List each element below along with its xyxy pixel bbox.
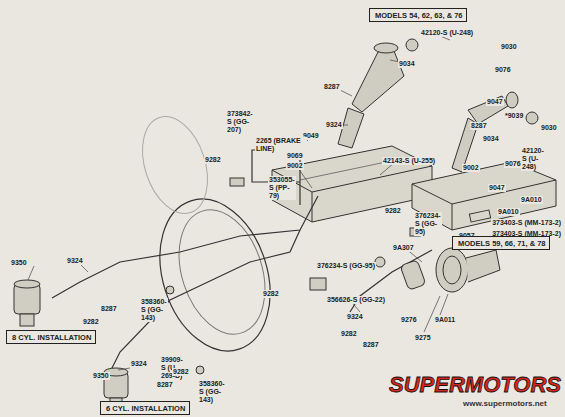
- tire-stroke: [131, 108, 219, 222]
- label-box: MODELS 59, 66, 71, & 78: [452, 236, 550, 250]
- leader-line-stroke: [80, 264, 88, 272]
- box-title: MODELS 54, 62, 63, & 76: [375, 11, 461, 21]
- filler-neck-stroke: [468, 96, 508, 124]
- callout-number: 9275: [414, 334, 432, 342]
- callout-number: 9276: [400, 316, 418, 324]
- callout-number: 376234-S (GG-95): [316, 262, 376, 270]
- sender-assembly-stroke: [443, 256, 461, 284]
- box-title: 6 CYL. INSTALLATION: [106, 404, 184, 414]
- callout-number: 8287: [100, 305, 118, 313]
- clip-stroke: [230, 178, 244, 186]
- sender-assembly: [375, 248, 500, 292]
- callout-number: 376234-S (GG-95): [414, 212, 442, 236]
- label-box: 6 CYL. INSTALLATION: [100, 401, 190, 415]
- leader-line-stroke: [28, 266, 34, 280]
- callout-number: 9282: [384, 207, 402, 215]
- fuel-pump-stroke: [14, 280, 40, 288]
- callout-number: *9039: [504, 112, 524, 120]
- callout-number: 9076: [504, 160, 522, 168]
- fuel-line-stroke: [52, 196, 318, 298]
- callout-number: 9034: [482, 135, 500, 143]
- callout-number: 9324: [325, 121, 343, 129]
- fuel-pump-stroke: [20, 314, 34, 326]
- callout-number: 373403-S (MM-173-2): [491, 219, 562, 227]
- callout-number: 9034: [398, 60, 416, 68]
- callout-number: 9002: [286, 162, 304, 170]
- filler-neck: [338, 39, 538, 172]
- filler-neck-stroke: [506, 92, 518, 108]
- callout-number: 358360-S (GG-143): [198, 380, 226, 404]
- watermark: SUPERMOTORS: [388, 373, 562, 397]
- callout-number: 42120-S (U-248): [420, 29, 474, 37]
- callout-number: 42120-S (U-248): [521, 147, 545, 171]
- callout-number: 9A010: [520, 196, 543, 204]
- callout-number: 9047: [486, 98, 504, 106]
- callout-number: 42143-S (U-255): [382, 157, 436, 165]
- sender-assembly-stroke: [400, 260, 426, 291]
- callout-number: 8287: [362, 341, 380, 349]
- leader-line-stroke: [298, 168, 312, 188]
- callout-number: 8287: [156, 381, 174, 389]
- clip-stroke: [310, 278, 326, 290]
- callout-number: 9A010: [497, 208, 520, 216]
- callout-number: 356626-S (GG-22): [326, 296, 386, 304]
- leader-line: [28, 36, 480, 370]
- filler-neck-stroke: [406, 39, 418, 51]
- callout-number: 8287: [323, 83, 341, 91]
- callout-number: 9069: [286, 152, 304, 160]
- callout-number: 9282: [204, 156, 222, 164]
- callout-number: 9282: [262, 290, 280, 298]
- callout-number: 9076: [494, 66, 512, 74]
- filler-neck-stroke: [352, 46, 404, 112]
- fuel-line: [52, 150, 432, 372]
- box-title: MODELS 59, 66, 71, & 78: [458, 239, 544, 249]
- callout-number: 353055-S (PP-79): [268, 176, 296, 200]
- callout-number: 9324: [346, 313, 364, 321]
- callout-number: 9282: [82, 318, 100, 326]
- tire-stroke: [141, 185, 288, 366]
- watermark: www.supermotors.net: [462, 399, 548, 409]
- callout-number: 8287: [470, 122, 488, 130]
- callout-number: 9030: [540, 124, 558, 132]
- callout-number: 358360-S (GG-143): [140, 298, 168, 322]
- callout-number: 9A011: [434, 316, 456, 324]
- fuel-line-stroke: [110, 230, 300, 372]
- callout-number: 9030: [500, 43, 518, 51]
- fuel-tank-alt-stroke: [412, 180, 556, 204]
- leader-line-stroke: [118, 368, 130, 370]
- tire-stroke: [164, 199, 280, 345]
- clip-stroke: [166, 286, 174, 294]
- leader-line-stroke: [424, 296, 440, 332]
- callout-number: 9350: [10, 259, 28, 267]
- label-box: 8 CYL. INSTALLATION: [6, 330, 96, 344]
- sender-assembly-stroke: [466, 250, 500, 282]
- callout-number: 9A307: [392, 244, 415, 252]
- filler-neck-stroke: [374, 43, 398, 53]
- box-title: 8 CYL. INSTALLATION: [12, 333, 90, 343]
- callout-number: 9324: [130, 360, 148, 368]
- sender-assembly-stroke: [436, 248, 468, 292]
- callout-number: 9324: [66, 257, 84, 265]
- clip: [166, 178, 420, 374]
- callout-number: 373842-S (GG-207): [226, 110, 254, 134]
- clip-stroke: [196, 366, 204, 374]
- callout-number: 2265 (BRAKE LINE): [255, 137, 307, 153]
- label-box: MODELS 54, 62, 63, & 76: [369, 8, 467, 22]
- callout-number: 9047: [488, 184, 506, 192]
- sender-assembly-stroke: [375, 257, 385, 267]
- fuel-tank-alt-stroke: [469, 210, 490, 222]
- fuel-tank-alt-stroke: [452, 204, 453, 230]
- leader-line-stroke: [440, 294, 448, 315]
- callout-number: 9002: [462, 164, 480, 172]
- callout-number: 9282: [172, 368, 190, 376]
- callout-number: 9350: [92, 372, 110, 380]
- callout-number: 9282: [340, 330, 358, 338]
- filler-neck-stroke: [526, 112, 538, 124]
